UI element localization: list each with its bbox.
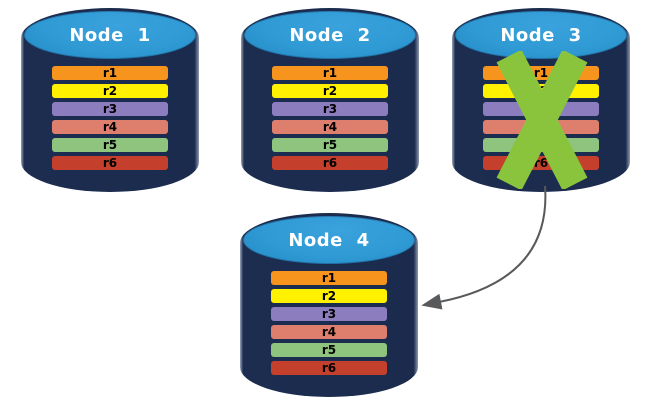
replica-bar: r2: [272, 84, 388, 98]
node-4-cylinder: Node 4 r1 r2 r3 r4 r5 r6: [240, 213, 418, 397]
replica-bar: r1: [272, 66, 388, 80]
replica-bar: r3: [271, 307, 387, 321]
replica-bar: r5: [272, 138, 388, 152]
replica-bar: r4: [272, 120, 388, 134]
node-2-replica-list: r1 r2 r3 r4 r5 r6: [272, 66, 388, 170]
replica-bar: r6: [52, 156, 168, 170]
node-4-replica-list: r1 r2 r3 r4 r5 r6: [271, 271, 387, 375]
replica-bar: r6: [272, 156, 388, 170]
replica-bar: r6: [271, 361, 387, 375]
replica-bar: r2: [271, 289, 387, 303]
replica-bar: r3: [52, 102, 168, 116]
replica-bar: r4: [271, 325, 387, 339]
node-1-cylinder: Node 1 r1 r2 r3 r4 r5 r6: [21, 8, 199, 192]
node-title: Node 4: [288, 229, 370, 251]
replica-bar: r1: [271, 271, 387, 285]
replica-bar: r5: [52, 138, 168, 152]
replica-bar: r2: [52, 84, 168, 98]
node-2-cylinder: Node 2 r1 r2 r3 r4 r5 r6: [241, 8, 419, 192]
node-4-cylinder-top: Node 4: [243, 216, 415, 264]
node-title: Node 1: [69, 24, 151, 46]
node-1-cylinder-top: Node 1: [24, 11, 196, 59]
replica-bar: r4: [52, 120, 168, 134]
replica-bar: r3: [272, 102, 388, 116]
failover-arrow: [421, 185, 547, 310]
node-3-cylinder-top: Node 3: [455, 11, 627, 59]
node-2-cylinder-top: Node 2: [244, 11, 416, 59]
node-1-replica-list: r1 r2 r3 r4 r5 r6: [52, 66, 168, 170]
node-3-cylinder: Node 3 r1 r2 r3 r4 r5 r6: [452, 8, 630, 192]
replica-bar: r5: [271, 343, 387, 357]
node-title: Node 2: [289, 24, 371, 46]
replica-bar: r1: [52, 66, 168, 80]
node-title: Node 3: [500, 24, 582, 46]
failure-x-icon: [496, 51, 588, 189]
